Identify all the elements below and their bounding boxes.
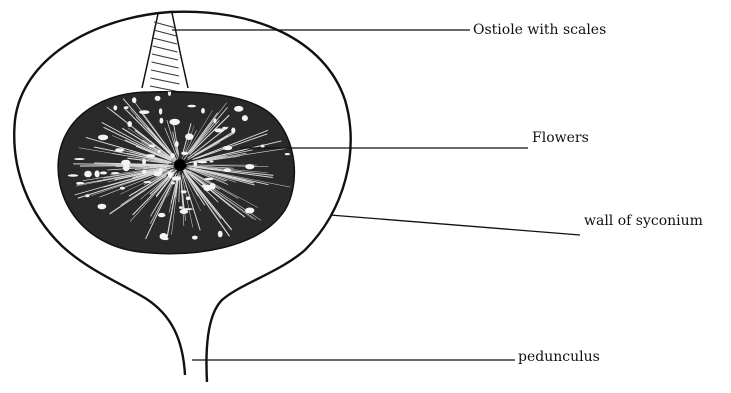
flower-blob [142,170,147,174]
ostiole-channel-right [172,13,188,88]
ostiole-scale [153,38,177,44]
flower-blob [172,176,181,180]
flower-blob [123,164,130,171]
flower-blob [142,158,146,164]
flower-blob [155,96,161,101]
flower-blob [168,90,171,96]
flower-blob [85,194,89,197]
flower-blob [149,145,156,148]
ostiole-scale [152,62,179,68]
flower-blob [182,208,193,210]
flower-blob [127,121,132,127]
ostiole-scale [151,78,180,84]
flower-blob [76,182,84,184]
ostiole-scale [151,70,179,76]
wall-leader-line [330,215,580,235]
flower-blob [218,231,223,238]
label-ostiole-with-scales: Ostiole with scales [473,23,606,37]
flower-blob [186,197,191,201]
flower-blob [158,150,161,153]
flower-blob [115,148,124,152]
flower-blob [159,108,162,114]
flower-blob [285,153,290,155]
flower-blob [111,172,119,174]
flower-blob [132,97,136,103]
flower-blob [98,204,107,210]
flower-blob [181,152,188,155]
flower-blob [213,118,216,123]
flower-blob [95,170,100,177]
flower-blob [159,168,163,175]
flower-blob [143,181,151,183]
label-pedunculus: pedunculus [518,350,600,364]
flower-blob [100,171,107,174]
flower-blob [201,185,210,188]
flower-blob [171,182,175,185]
flower-blob [158,213,165,217]
flower-blob [245,164,254,169]
flower-blob [146,154,156,157]
flower-blob [222,127,227,130]
ostiole-scale [153,46,178,52]
flower-blob [234,106,243,112]
flower-blob [194,161,198,166]
flower-blob [210,161,214,163]
ostiole-channel [142,14,158,88]
flower-blob [84,171,92,178]
flower-blob [242,115,248,121]
flower-blob [98,135,108,141]
flower-blob [170,153,175,158]
flower-blob [245,208,254,214]
floral-cavity [58,92,294,254]
label-flowers: Flowers [532,131,589,145]
label-wall-of-syconium: wall of syconium [584,214,703,228]
flower-blob [185,133,193,140]
flower-blob [168,171,173,177]
flower-blob [113,105,117,110]
flower-blob [68,174,78,177]
flower-blob [139,110,149,114]
flower-blob [187,105,196,108]
flower-blob [169,119,180,125]
flower-blob [179,206,183,209]
flower-blob [162,237,169,240]
cavity-centre [174,159,186,171]
flower-blob [192,236,198,240]
ostiole-scale [154,30,177,36]
flower-blob [223,146,233,150]
flower-blob [160,118,164,124]
flower-blob [120,187,125,190]
flower-blob [204,178,213,181]
ostiole-scale [152,54,178,60]
flower-blob [223,168,231,172]
flower-blob [198,161,208,163]
flower-blob [201,108,205,114]
flower-blob [181,190,187,193]
ostiole-scale [154,22,176,28]
flower-blob [231,127,235,133]
flower-blob [214,128,223,132]
flower-blob [124,106,129,109]
flower-blob [74,158,85,160]
flower-blob [175,141,179,147]
